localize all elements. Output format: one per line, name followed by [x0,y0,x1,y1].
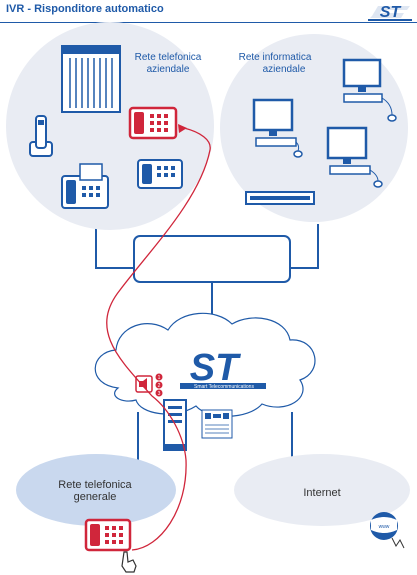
corporate-it-label: Rete informatica aziendale [238,52,312,75]
hand-cursor-icon [121,551,137,573]
call-route-path [106,127,211,551]
computer-icon [342,58,397,122]
st-logo-icon: ST [368,4,412,21]
svg-text:www: www [379,524,390,530]
st-provider-logo: ST Smart Telecommunications [180,347,266,390]
logo-text-small: ST [380,4,402,21]
config-panel-icon [201,409,233,439]
computer-icon [252,98,303,158]
speaker-icon [139,378,147,390]
pbx-cabinet-icon [61,45,121,113]
computer-icon [326,126,383,188]
internet-cloud [234,454,410,526]
central-gateway-box [133,235,291,283]
internet-label: Internet [303,487,341,499]
globe-icon: www [370,512,405,549]
desk-phone-icon [137,159,183,189]
arrow-icon [178,124,187,133]
logo-tagline: Smart Telecommunications [194,384,254,390]
fax-machine-icon [61,163,109,209]
svg-text:1: 1 [158,375,161,381]
svg-text:3: 3 [158,391,161,397]
cordless-phone-icon [29,115,53,157]
public-phone-label: Rete telefonica generale [58,479,132,503]
page-title: IVR - Risponditore automatico [6,3,164,15]
public-phone-network-cloud [16,454,176,526]
caller-phone-icon [84,518,132,552]
network-switch-icon [245,191,315,205]
ivr-badge: 1 2 3 [135,373,163,397]
svg-text:2: 2 [158,383,161,389]
corporate-phone-label: Rete telefonica aziendale [134,52,202,75]
highlighted-desk-phone-icon [128,106,178,140]
logo-text-large: ST [190,347,241,389]
header-bar: IVR - Risponditore automatico [0,0,417,23]
